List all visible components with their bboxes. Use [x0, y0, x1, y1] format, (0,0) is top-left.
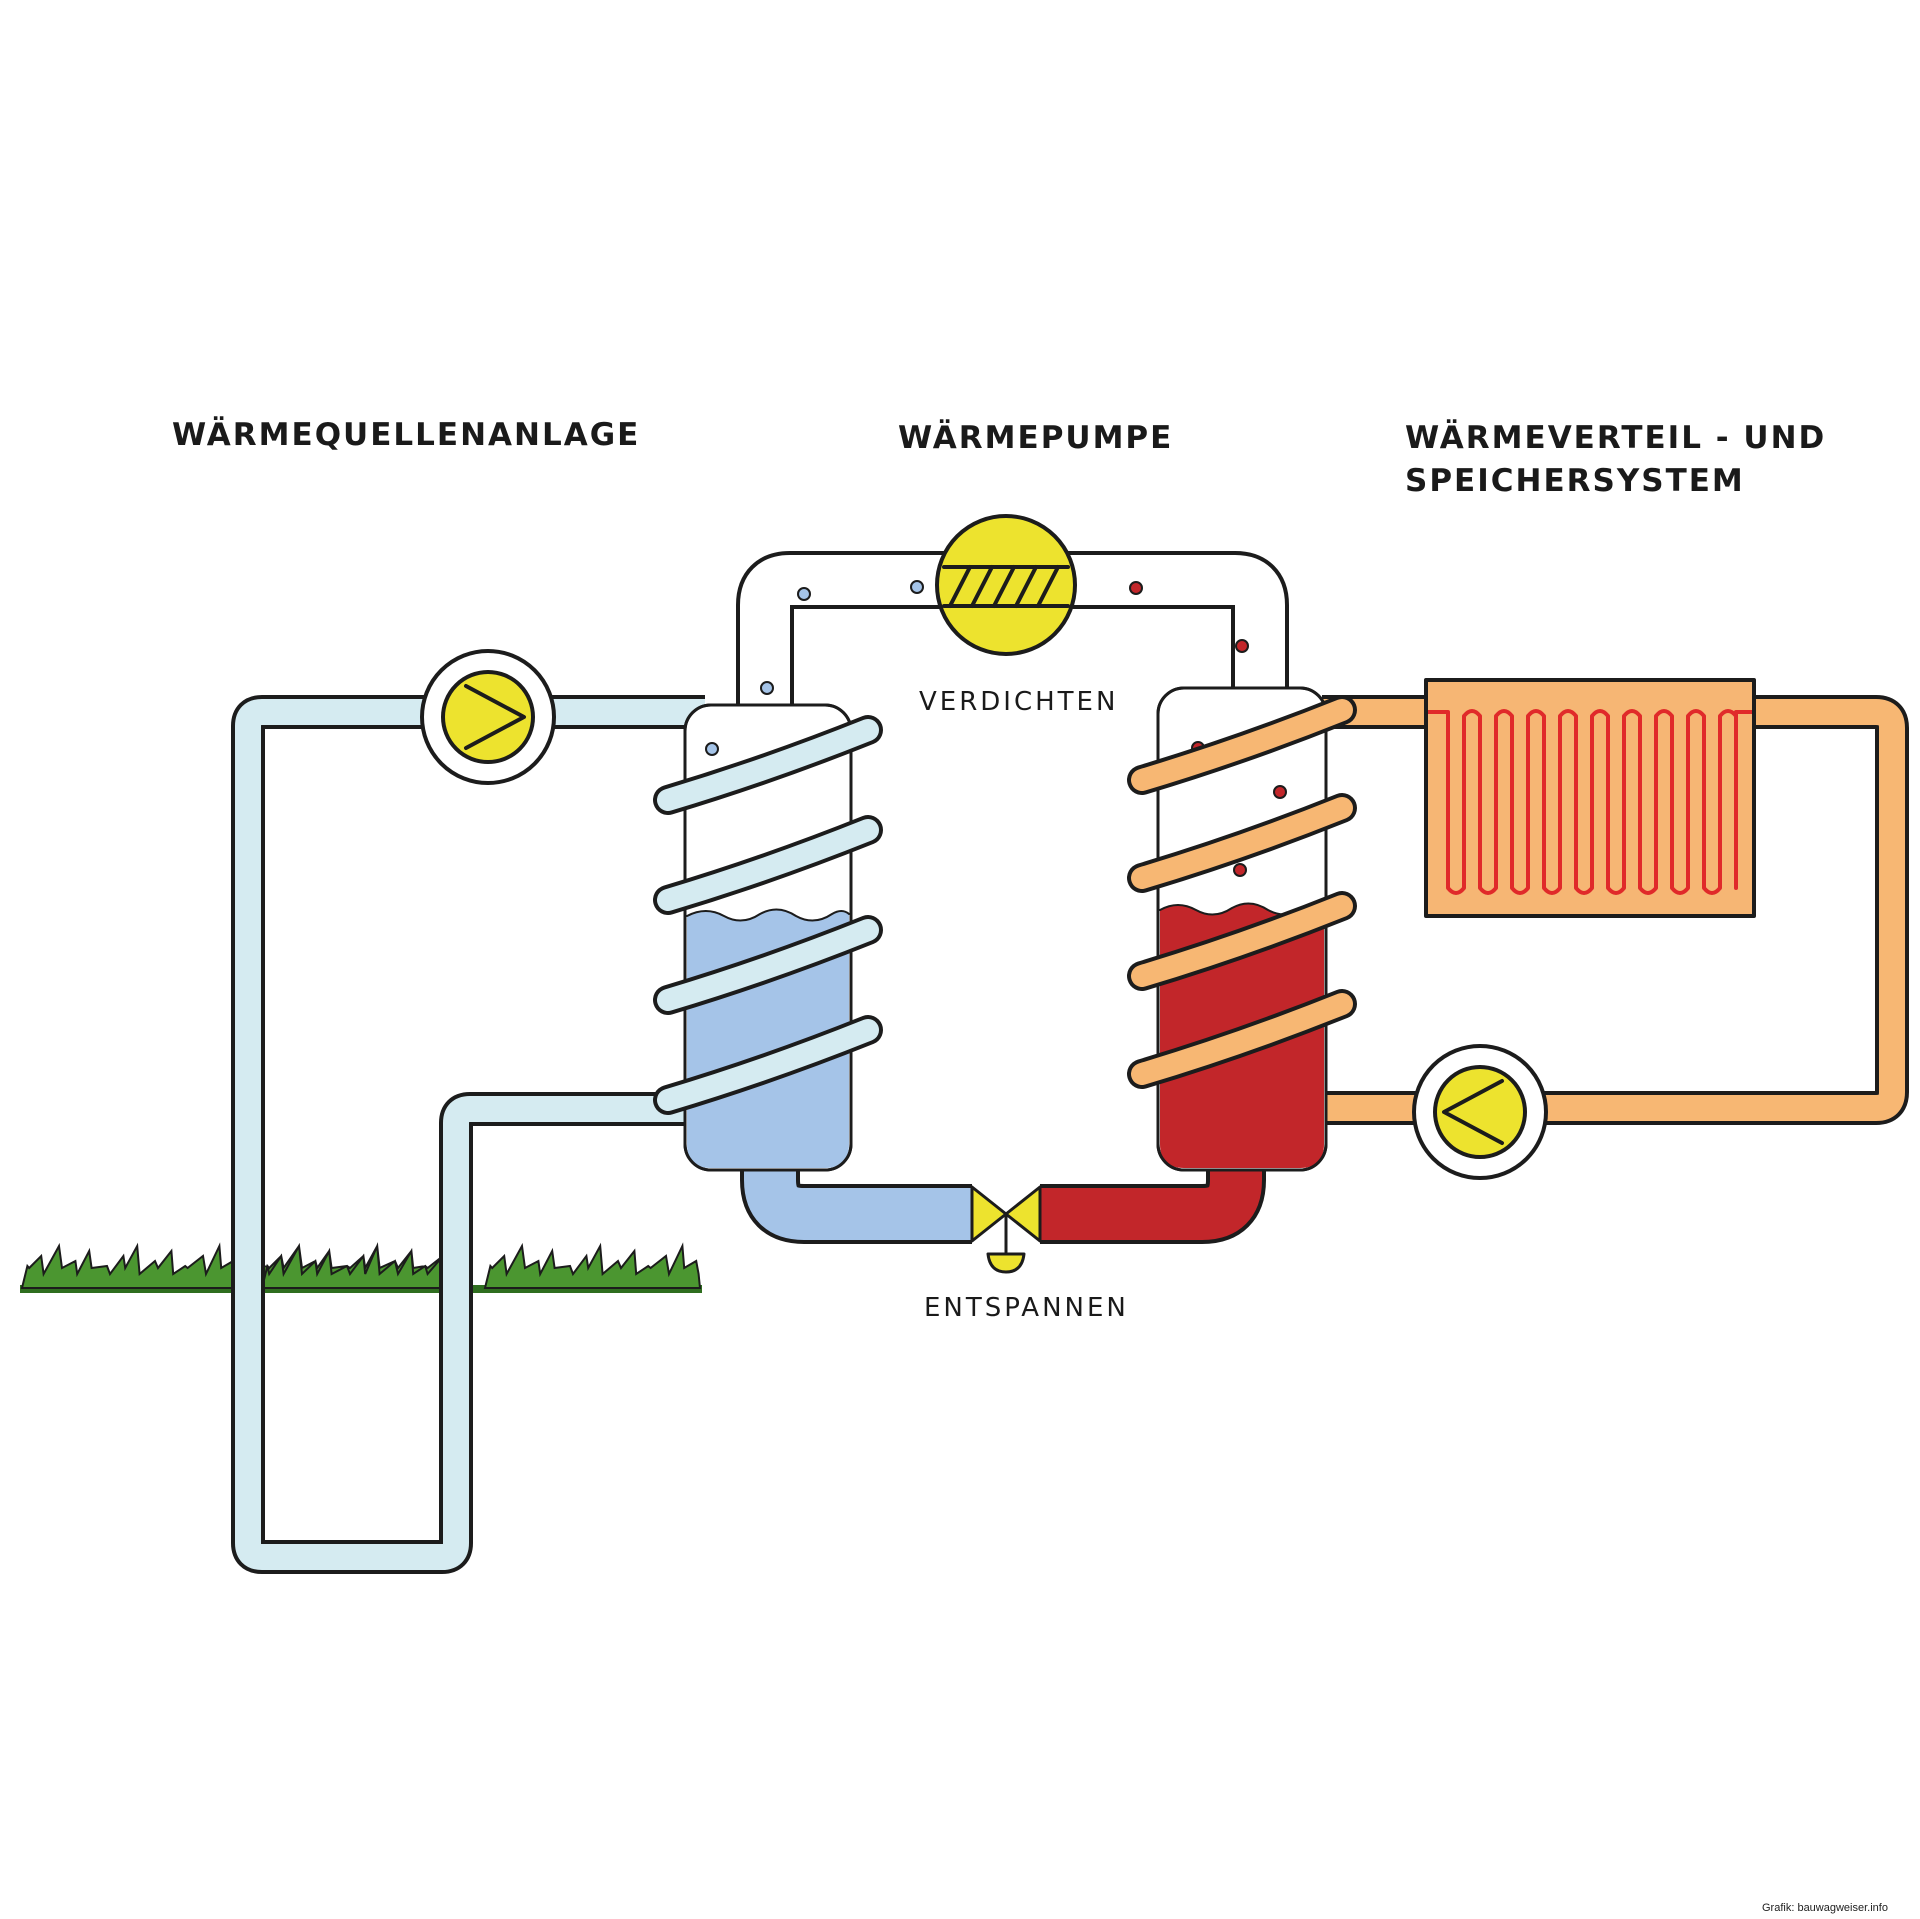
expansion-valve [970, 1185, 1042, 1274]
coil-winding [1131, 895, 1353, 987]
coil-winding [1131, 797, 1353, 889]
compressor [935, 514, 1077, 656]
evaporator-coil [653, 715, 883, 1115]
coil-winding [657, 719, 879, 811]
heat-distribution-radiator [1424, 678, 1756, 918]
label-distribution-line1: WÄRMEVERTEIL - UND [1405, 420, 1826, 456]
condenser-coil [1127, 695, 1357, 1089]
distribution-circulation-pump [1412, 1044, 1548, 1180]
label-distribution-line2: SPEICHERSYSTEM [1405, 463, 1745, 499]
distribution-loop-pipe [1322, 695, 1909, 1125]
credit-text: Grafik: bauwagweiser.info [1762, 1902, 1888, 1914]
source-loop-pipe [231, 695, 705, 1574]
label-expand: ENTSPANNEN [924, 1293, 1129, 1323]
label-heat-pump: WÄRMEPUMPE [898, 420, 1173, 456]
source-circulation-pump [420, 649, 556, 785]
coil-winding [657, 819, 879, 911]
coil-winding [1131, 993, 1353, 1085]
ground-grass [20, 1242, 702, 1293]
label-compress: VERDICHTEN [919, 687, 1118, 717]
coil-winding [657, 1019, 879, 1111]
coil-winding [1131, 699, 1353, 791]
coil-winding [657, 919, 879, 1011]
refrigerant-liquid-pipes [740, 1140, 1266, 1244]
label-heat-source-system: WÄRMEQUELLENANLAGE [172, 417, 640, 453]
